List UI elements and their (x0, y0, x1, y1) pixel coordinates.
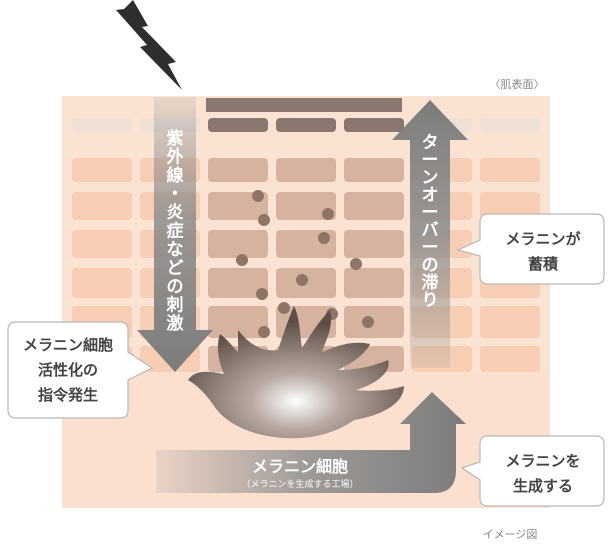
melanocyte-sublabel: （メラニンを生成する工場） (241, 478, 358, 490)
melanin-dot (362, 316, 374, 328)
skin-cell (208, 158, 268, 182)
melanin-dot (258, 214, 270, 226)
melanin-dots (236, 190, 374, 338)
surface-dark-band (206, 98, 402, 112)
melanin-dot (318, 232, 330, 244)
melanin-dot (350, 258, 362, 270)
skin-cell (344, 268, 404, 298)
callout-activation-line1: メラニン細胞 (23, 336, 113, 354)
skin-cell (276, 192, 336, 220)
callout-activation (7, 321, 154, 419)
skin-surface-label: 〈肌表面〉 (490, 77, 545, 91)
skin-cell (72, 230, 132, 258)
skin-cell (208, 268, 268, 298)
melanin-dot (296, 274, 308, 286)
melanocyte-bent-arrow (156, 392, 466, 493)
melanocyte-cell (188, 306, 404, 439)
lightning-bolt-icon (116, 0, 182, 90)
melanin-dot (322, 208, 334, 220)
melanin-dot (256, 288, 268, 300)
skin-cell (72, 118, 132, 132)
image-note: イメージ図 (483, 528, 538, 541)
callout-production-line2: 生成する (513, 477, 573, 495)
skin-cell (344, 230, 404, 258)
melanin-dot (236, 254, 248, 266)
callout-activation-line2: 活性化の (38, 361, 98, 379)
melanin-dot (278, 302, 290, 314)
callout-accumulation (456, 213, 605, 285)
skin-cell (208, 230, 268, 258)
skin-cell (208, 118, 268, 132)
melanocyte-label: メラニン細胞 (252, 457, 348, 476)
skin-cell (480, 346, 540, 372)
stimulus-arrow-label: 紫外線・炎症などの刺激 (167, 128, 184, 334)
stimulus-down-arrow (137, 97, 213, 372)
skin-cell (344, 192, 404, 220)
callout-production-line1: メラニンを (505, 452, 580, 470)
melanin-dot (252, 190, 264, 202)
skin-cell (344, 158, 404, 182)
turnover-arrow-label: ターンオーバーの滞り (422, 133, 439, 311)
skin-cell (344, 118, 404, 132)
skin-cell (72, 192, 132, 220)
skin-cell (72, 268, 132, 298)
callout-production (460, 435, 605, 507)
callout-accumulation-line1: メラニンが (505, 230, 581, 248)
callout-activation-line3: 指令発生 (38, 386, 98, 404)
callout-accumulation-line2: 蓄積 (528, 255, 559, 273)
skin-cell (480, 306, 540, 338)
skin-cell (480, 158, 540, 182)
skin-cell (276, 118, 336, 132)
skin-cell (480, 118, 540, 132)
skin-cell (72, 158, 132, 182)
skin-cell (208, 306, 268, 338)
turnover-up-arrow (392, 100, 468, 368)
melanin-dot (258, 326, 270, 338)
skin-cell (276, 158, 336, 182)
skin-cell (480, 192, 540, 220)
